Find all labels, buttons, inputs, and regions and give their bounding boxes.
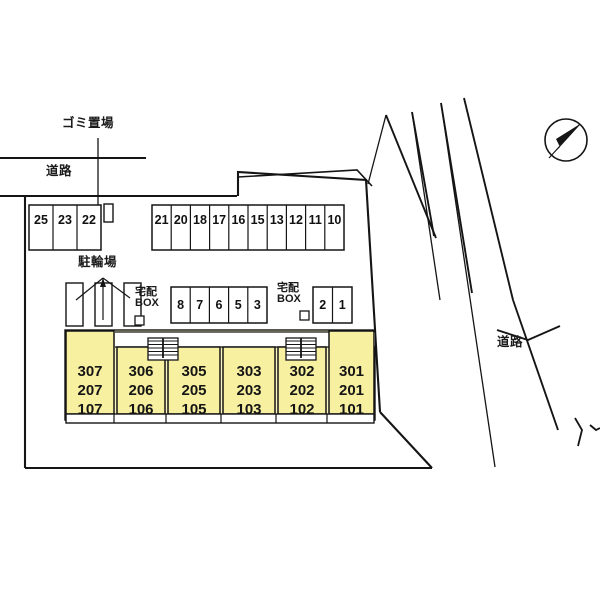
unit-label-307: 307 207 107 — [77, 363, 103, 419]
stall-5: 5 — [234, 298, 242, 312]
gomi-box — [103, 203, 114, 223]
parking-row-top-right — [151, 204, 345, 251]
stall-20: 20 — [173, 213, 188, 227]
stall-22: 22 — [82, 213, 96, 227]
stall-13: 13 — [269, 213, 284, 227]
bike-rack-leaders — [75, 277, 131, 320]
stall-15: 15 — [250, 213, 265, 227]
road-right-label: 道路 — [497, 335, 524, 349]
unit-label-303: 303 203 103 — [236, 363, 262, 419]
delivery-box-left-label: 宅配 BOX — [135, 286, 159, 309]
unit-label-305: 305 205 105 — [181, 363, 207, 419]
stall-17: 17 — [212, 213, 227, 227]
delivery-box-left-square — [134, 315, 145, 326]
stall-21: 21 — [154, 213, 169, 227]
stall-8: 8 — [177, 298, 185, 312]
stall-10: 10 — [327, 213, 342, 227]
staircase-left — [147, 337, 179, 361]
staircase-right — [285, 337, 317, 361]
delivery-box-right-square — [299, 310, 310, 321]
stall-11: 11 — [308, 213, 322, 227]
stall-1: 1 — [338, 298, 346, 312]
road-top-lines — [0, 157, 237, 197]
road-right-lines — [367, 97, 600, 468]
unit-label-301: 301 201 101 — [338, 363, 365, 419]
parking-row-top-left — [28, 204, 102, 251]
site-boundary — [23, 170, 433, 470]
stall-12: 12 — [289, 213, 303, 227]
north-arrow-icon — [544, 118, 588, 162]
gomi-label: ゴミ置場 — [62, 116, 115, 130]
road-top-label: 道路 — [46, 164, 73, 178]
unit-label-302: 302 202 102 — [289, 363, 315, 419]
delivery-box-right-label: 宅配 BOX — [277, 282, 301, 305]
building-walkway — [65, 413, 375, 424]
unit-block-301 — [328, 330, 375, 415]
building-units — [65, 330, 375, 415]
stall-25: 25 — [34, 213, 48, 227]
stall-18: 18 — [193, 213, 207, 227]
site-boundary-inner — [237, 169, 373, 187]
stall-16: 16 — [231, 213, 246, 227]
stall-3: 3 — [253, 298, 261, 312]
bike-parking-label: 駐輪場 — [78, 255, 118, 269]
parking-row-mid-right — [312, 286, 353, 324]
unit-block-307 — [65, 330, 115, 415]
unit-label-306: 306 206 106 — [128, 363, 154, 419]
parking-row-mid-left — [170, 286, 268, 324]
stall-6: 6 — [215, 298, 223, 312]
stall-7: 7 — [196, 298, 204, 312]
stall-2: 2 — [319, 298, 327, 312]
stall-23: 23 — [58, 213, 72, 227]
